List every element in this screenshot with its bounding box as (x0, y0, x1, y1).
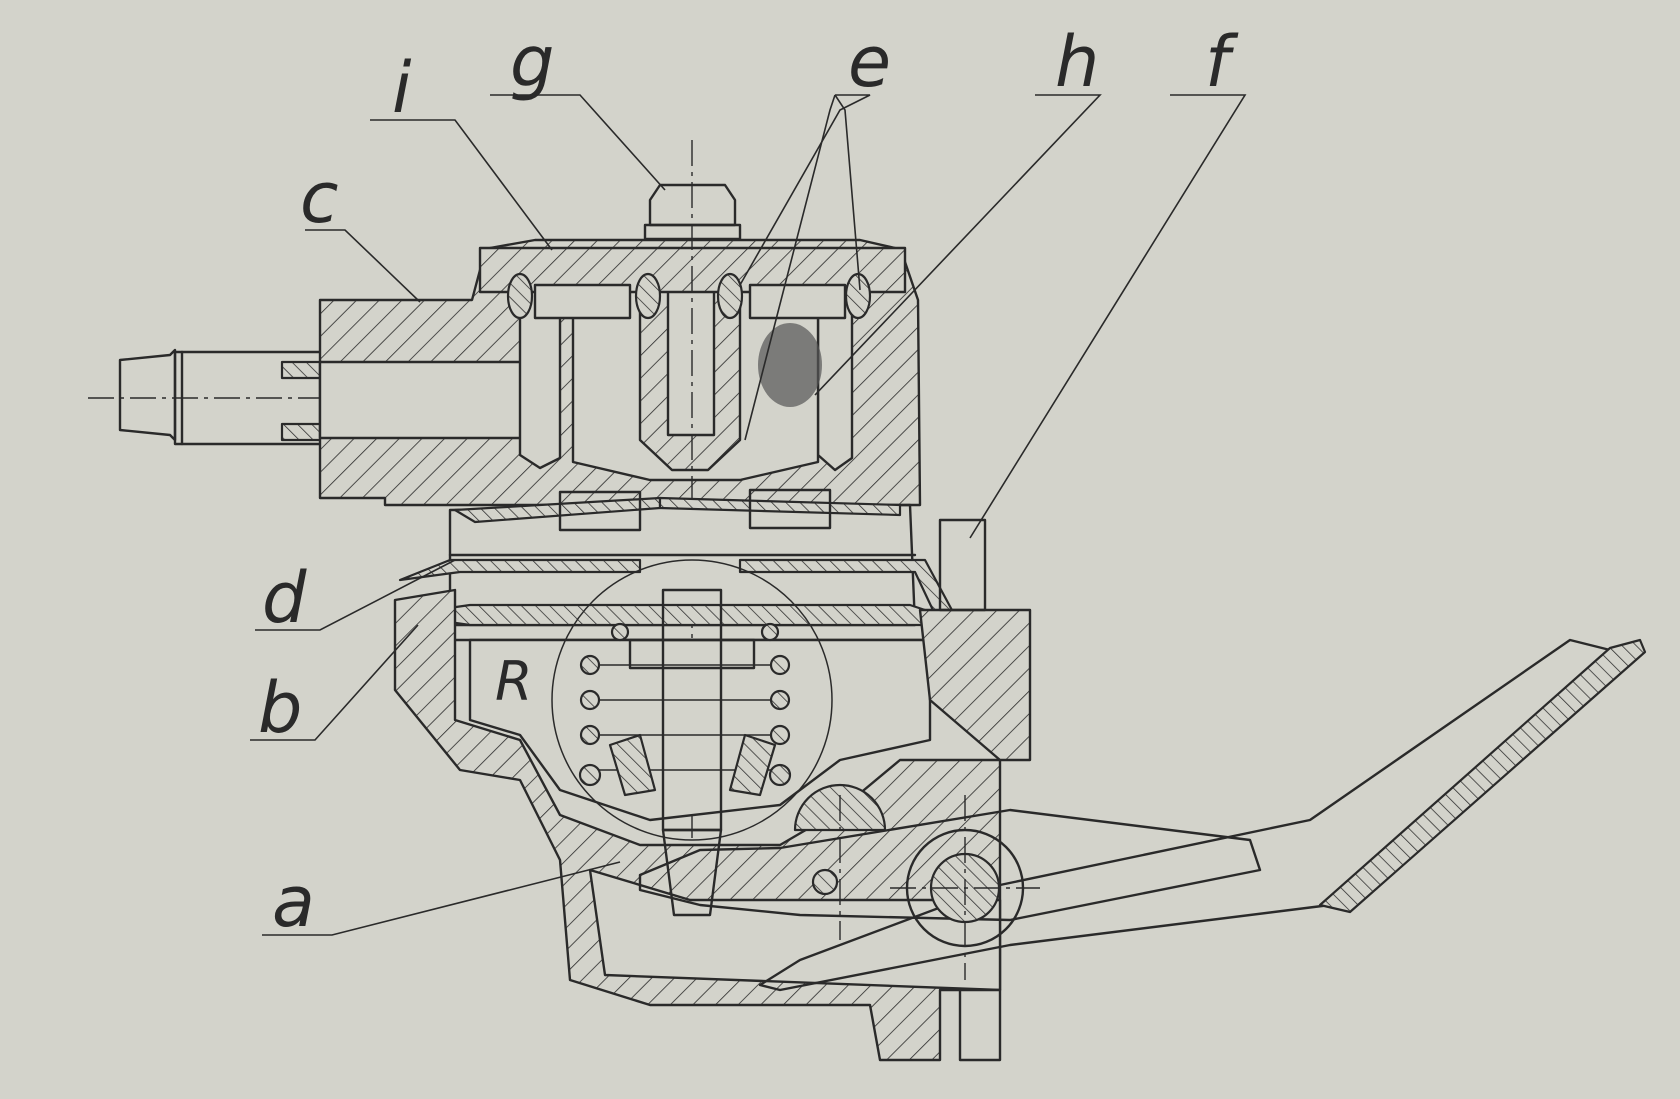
rocker-lever (638, 638, 1647, 992)
label-i: i (392, 47, 412, 129)
part-labels: c i g e h f d b a R (258, 21, 1239, 943)
valve-seals (506, 272, 872, 320)
label-b: b (258, 667, 302, 749)
upper-cover (318, 238, 922, 507)
label-e: e (848, 21, 891, 103)
filter-screen (758, 323, 822, 407)
label-g: g (510, 21, 554, 103)
diaphragm-assembly (398, 488, 972, 642)
label-d: d (262, 557, 307, 639)
label-a: a (272, 861, 315, 943)
label-r: R (495, 650, 533, 713)
leader-lines (250, 94, 1247, 936)
label-c: c (300, 157, 339, 239)
label-f: f (1205, 21, 1239, 103)
label-h: h (1055, 21, 1099, 103)
spring-and-rod (551, 559, 833, 917)
